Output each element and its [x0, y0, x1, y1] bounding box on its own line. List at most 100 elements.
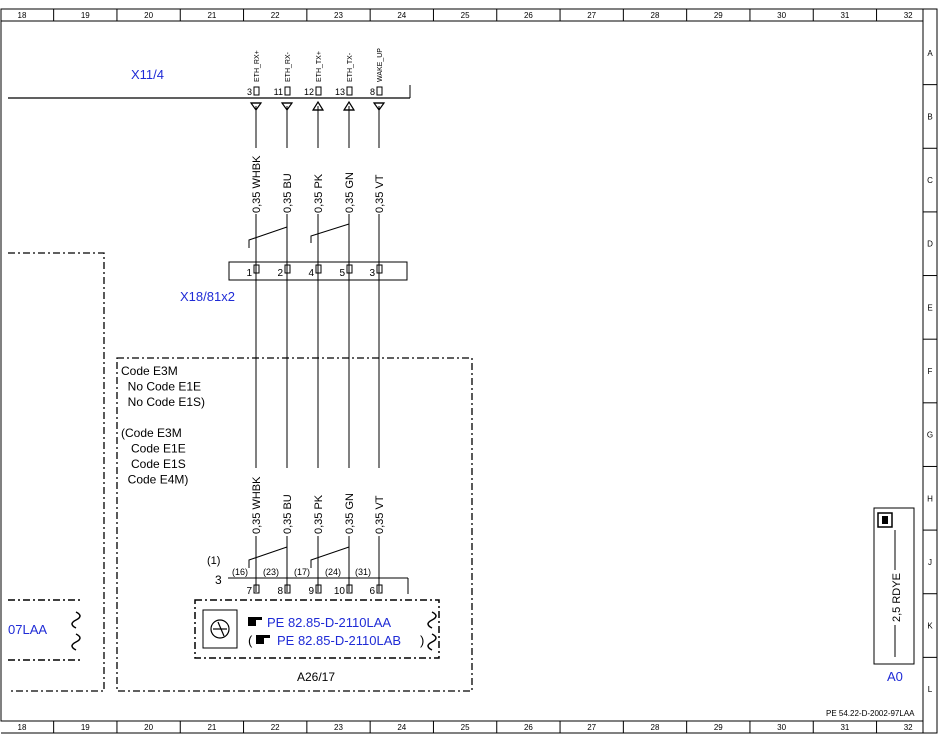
pin-signal: ETH_RX+	[254, 50, 261, 82]
column-label: 20	[144, 11, 153, 20]
twisted-pair-marks-upper	[248, 220, 350, 248]
row-label: C	[927, 176, 933, 185]
wire-label: 0,35 WHBK	[251, 476, 263, 534]
control-unit-icon	[202, 609, 238, 649]
column-label: 31	[840, 723, 849, 732]
row-label: A	[927, 49, 933, 58]
info-icon	[882, 516, 888, 524]
code-condition-line: No Code E1E	[121, 380, 201, 394]
ref2-open-paren: (	[248, 633, 253, 648]
row-label: B	[927, 112, 932, 121]
pin-contact	[315, 86, 322, 96]
wire-labels-lower: 0,35 WHBK 0,35 BU 0,35 PK 0,35 GN 0,35 VT	[250, 468, 386, 536]
pin-signal: ETH_RX-	[285, 51, 292, 82]
code-condition-line: Code E1E	[121, 442, 186, 456]
code-condition-line: Code E3M	[121, 364, 178, 378]
pin-reference: (24)	[325, 567, 341, 577]
pin-count-label: 3	[215, 573, 222, 587]
wire-label: 0,35 GN	[344, 493, 356, 534]
pin-signal: ETH_TX+	[316, 51, 323, 82]
row-label: H	[927, 494, 933, 503]
pin-contact	[253, 584, 260, 594]
column-label: 28	[651, 11, 660, 20]
ground-box-a0: 2,5 RDYE A0	[873, 507, 915, 684]
pin-contact	[284, 264, 291, 274]
pin-contact	[315, 584, 322, 594]
column-label: 19	[81, 11, 90, 20]
pin-contact	[253, 264, 260, 274]
pin-number: 1	[246, 268, 252, 279]
pin-number: 6	[369, 586, 375, 597]
column-label: 18	[18, 11, 27, 20]
wire-label: 0,35 VT	[374, 174, 386, 213]
row-label: E	[927, 303, 932, 312]
component-box-a26-17: PE 82.85-D-2110LAA ( PE 82.85-D-2110LAB …	[194, 599, 440, 684]
column-label: 20	[144, 723, 153, 732]
column-label: 26	[524, 11, 533, 20]
connector-x18-label: X18/81x2	[180, 289, 235, 304]
column-label: 23	[334, 11, 343, 20]
pin-contact	[284, 584, 291, 594]
reference-hand-icon	[256, 635, 270, 644]
wire-label: 0,35 BU	[282, 173, 294, 213]
component-ref-2[interactable]: PE 82.85-D-2110LAB	[277, 633, 401, 648]
component-ref-1[interactable]: PE 82.85-D-2110LAA	[267, 615, 391, 630]
column-label: 22	[271, 723, 280, 732]
column-label: 24	[397, 723, 406, 732]
column-label: 30	[777, 723, 786, 732]
wire-label: 0,35 WHBK	[251, 155, 263, 213]
wire-label: 0,35 PK	[313, 494, 325, 534]
pin-contact	[346, 86, 353, 96]
document-reference: PE 54.22-D-2002-97LAA	[826, 709, 915, 718]
left-reference-box: 07LAA	[8, 599, 81, 661]
wire-label: 0,35 VT	[374, 495, 386, 534]
wire-label: 0,35 PK	[313, 173, 325, 213]
code-condition-line: Code E1S	[121, 457, 186, 471]
pin-number: 3	[247, 87, 252, 97]
pin-number: 7	[246, 586, 252, 597]
ground-box-name: A0	[887, 669, 903, 684]
twisted-pair-marks-lower	[248, 542, 350, 568]
code-condition-line: Code E4M)	[121, 473, 188, 487]
pin-reference: (31)	[355, 567, 371, 577]
pin-number: 11	[274, 87, 283, 97]
left-module-boundary	[8, 252, 105, 692]
row-label: G	[927, 431, 933, 440]
left-reference-link[interactable]: 07LAA	[8, 622, 47, 637]
column-label: 26	[524, 723, 533, 732]
sheet-frame	[0, 8, 938, 734]
row-label: L	[928, 685, 933, 694]
column-label: 25	[461, 11, 470, 20]
column-label: 29	[714, 723, 723, 732]
wire-label: 0,35 BU	[282, 494, 294, 534]
pin-number: 12	[304, 87, 314, 97]
column-label: 19	[81, 723, 90, 732]
pin-signal: WAKE_UP	[377, 48, 384, 82]
pin-reference: (23)	[263, 567, 279, 577]
ground-wire-label: 2,5 RDYE	[891, 573, 903, 622]
column-label: 24	[397, 11, 406, 20]
column-label: 21	[207, 723, 216, 732]
code-condition-line: No Code E1S)	[121, 395, 205, 409]
connector-x11-4: X11/4 3ETH_RX+11ETH_RX-12ETH_TX+13ETH_TX…	[8, 48, 411, 112]
column-label: 30	[777, 11, 786, 20]
column-label: 31	[840, 11, 849, 20]
ref2-close-paren: )	[420, 633, 424, 648]
column-label: 23	[334, 723, 343, 732]
pin-signal: ETH_TX-	[347, 52, 354, 82]
reference-hand-icon	[248, 617, 262, 626]
row-label: D	[927, 240, 933, 249]
column-label: 25	[461, 723, 470, 732]
pin-number: 4	[308, 268, 314, 279]
pin-contact	[346, 584, 353, 594]
column-label: 21	[207, 11, 216, 20]
pin-number: 8	[277, 586, 283, 597]
pin-contact	[346, 264, 353, 274]
column-label: 18	[18, 723, 27, 732]
pin-number: 13	[335, 87, 345, 97]
pin-reference: (16)	[232, 567, 248, 577]
column-label: 27	[587, 723, 596, 732]
